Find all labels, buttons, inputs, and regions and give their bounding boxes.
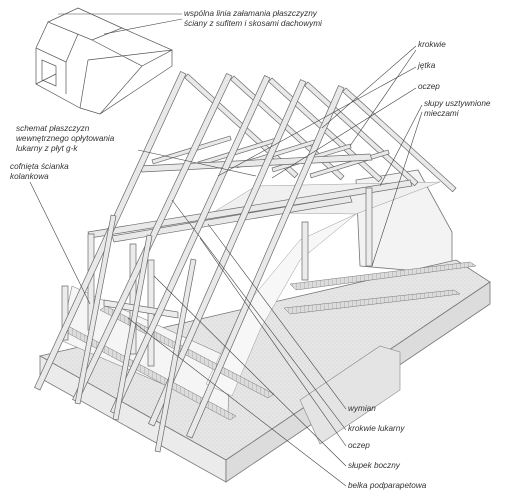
label-dormer-rafters: krokwie lukarny [348,424,405,433]
leader-lines [29,13,423,487]
label-rafters: krokwie [418,40,446,49]
floor-slab [38,259,491,483]
label-purlin-tie: jętka [418,61,436,70]
label-trimmer: wymian [348,404,376,413]
rafter [342,87,457,193]
rafter [72,72,233,403]
label-parapet-beam: belka podparapetowa [348,481,427,490]
label-posts: słupy usztywnione mieczami [424,99,491,118]
rafter [110,75,271,415]
label-post-beam: oczep [418,82,440,91]
label-scheme: schemat płaszczyzn wewnętrznego opłytowa… [16,124,115,153]
dormer-rafter [74,214,117,405]
dormer-lining-schematic [35,7,173,115]
rafter [186,85,345,439]
rafter-set-front [34,71,345,453]
rafter [148,79,307,427]
label-knee-wall: cofnięta ścianka kolankowa [10,162,69,181]
dormer-rafter [112,234,153,421]
label-fold-line: wspólna linia załamania płaszczyzny ścia… [184,9,322,28]
label-side-post: słupek boczny [348,461,400,470]
label-dormer-post-beam: oczep [348,441,370,450]
